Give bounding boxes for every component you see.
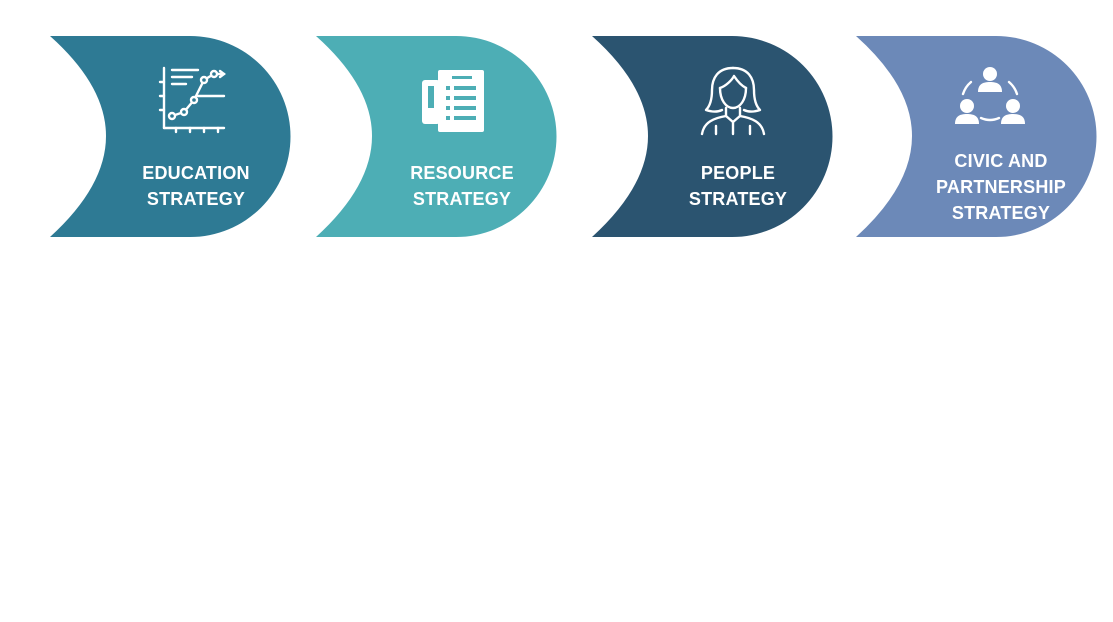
label-line: PEOPLE [700,163,776,183]
education-strategy-shape [50,36,291,237]
people-strategy-label: PEOPLE STRATEGY [644,146,832,226]
line-chart-icon [158,66,226,134]
team-network-icon [955,67,1025,124]
label-line: CIVIC AND [954,151,1048,171]
document-report-icon [422,70,484,132]
person-icon [700,66,766,136]
label-line: RESOURCE [410,163,514,183]
label-line: EDUCATION [142,163,250,183]
education-strategy-tile: EDUCATION STRATEGY [50,36,291,237]
resource-strategy-shape [316,36,557,237]
label-line: STRATEGY [951,203,1051,223]
resource-strategy-tile: RESOURCE STRATEGY [316,36,557,237]
label-line: PARTNERSHIP [936,177,1066,197]
people-strategy-shape [592,36,833,237]
resource-strategy-label: RESOURCE STRATEGY [368,146,556,226]
people-strategy-tile: PEOPLE STRATEGY [592,36,833,237]
education-strategy-label: EDUCATION STRATEGY [102,146,290,226]
civic-partnership-strategy-shape [856,36,1097,237]
label-line: STRATEGY [146,189,246,209]
civic-partnership-strategy-tile: CIVIC AND PARTNERSHIP STRATEGY [856,36,1097,240]
label-line: STRATEGY [688,189,788,209]
label-line: STRATEGY [412,189,512,209]
civic-partnership-strategy-label: CIVIC AND PARTNERSHIP STRATEGY [906,134,1096,240]
